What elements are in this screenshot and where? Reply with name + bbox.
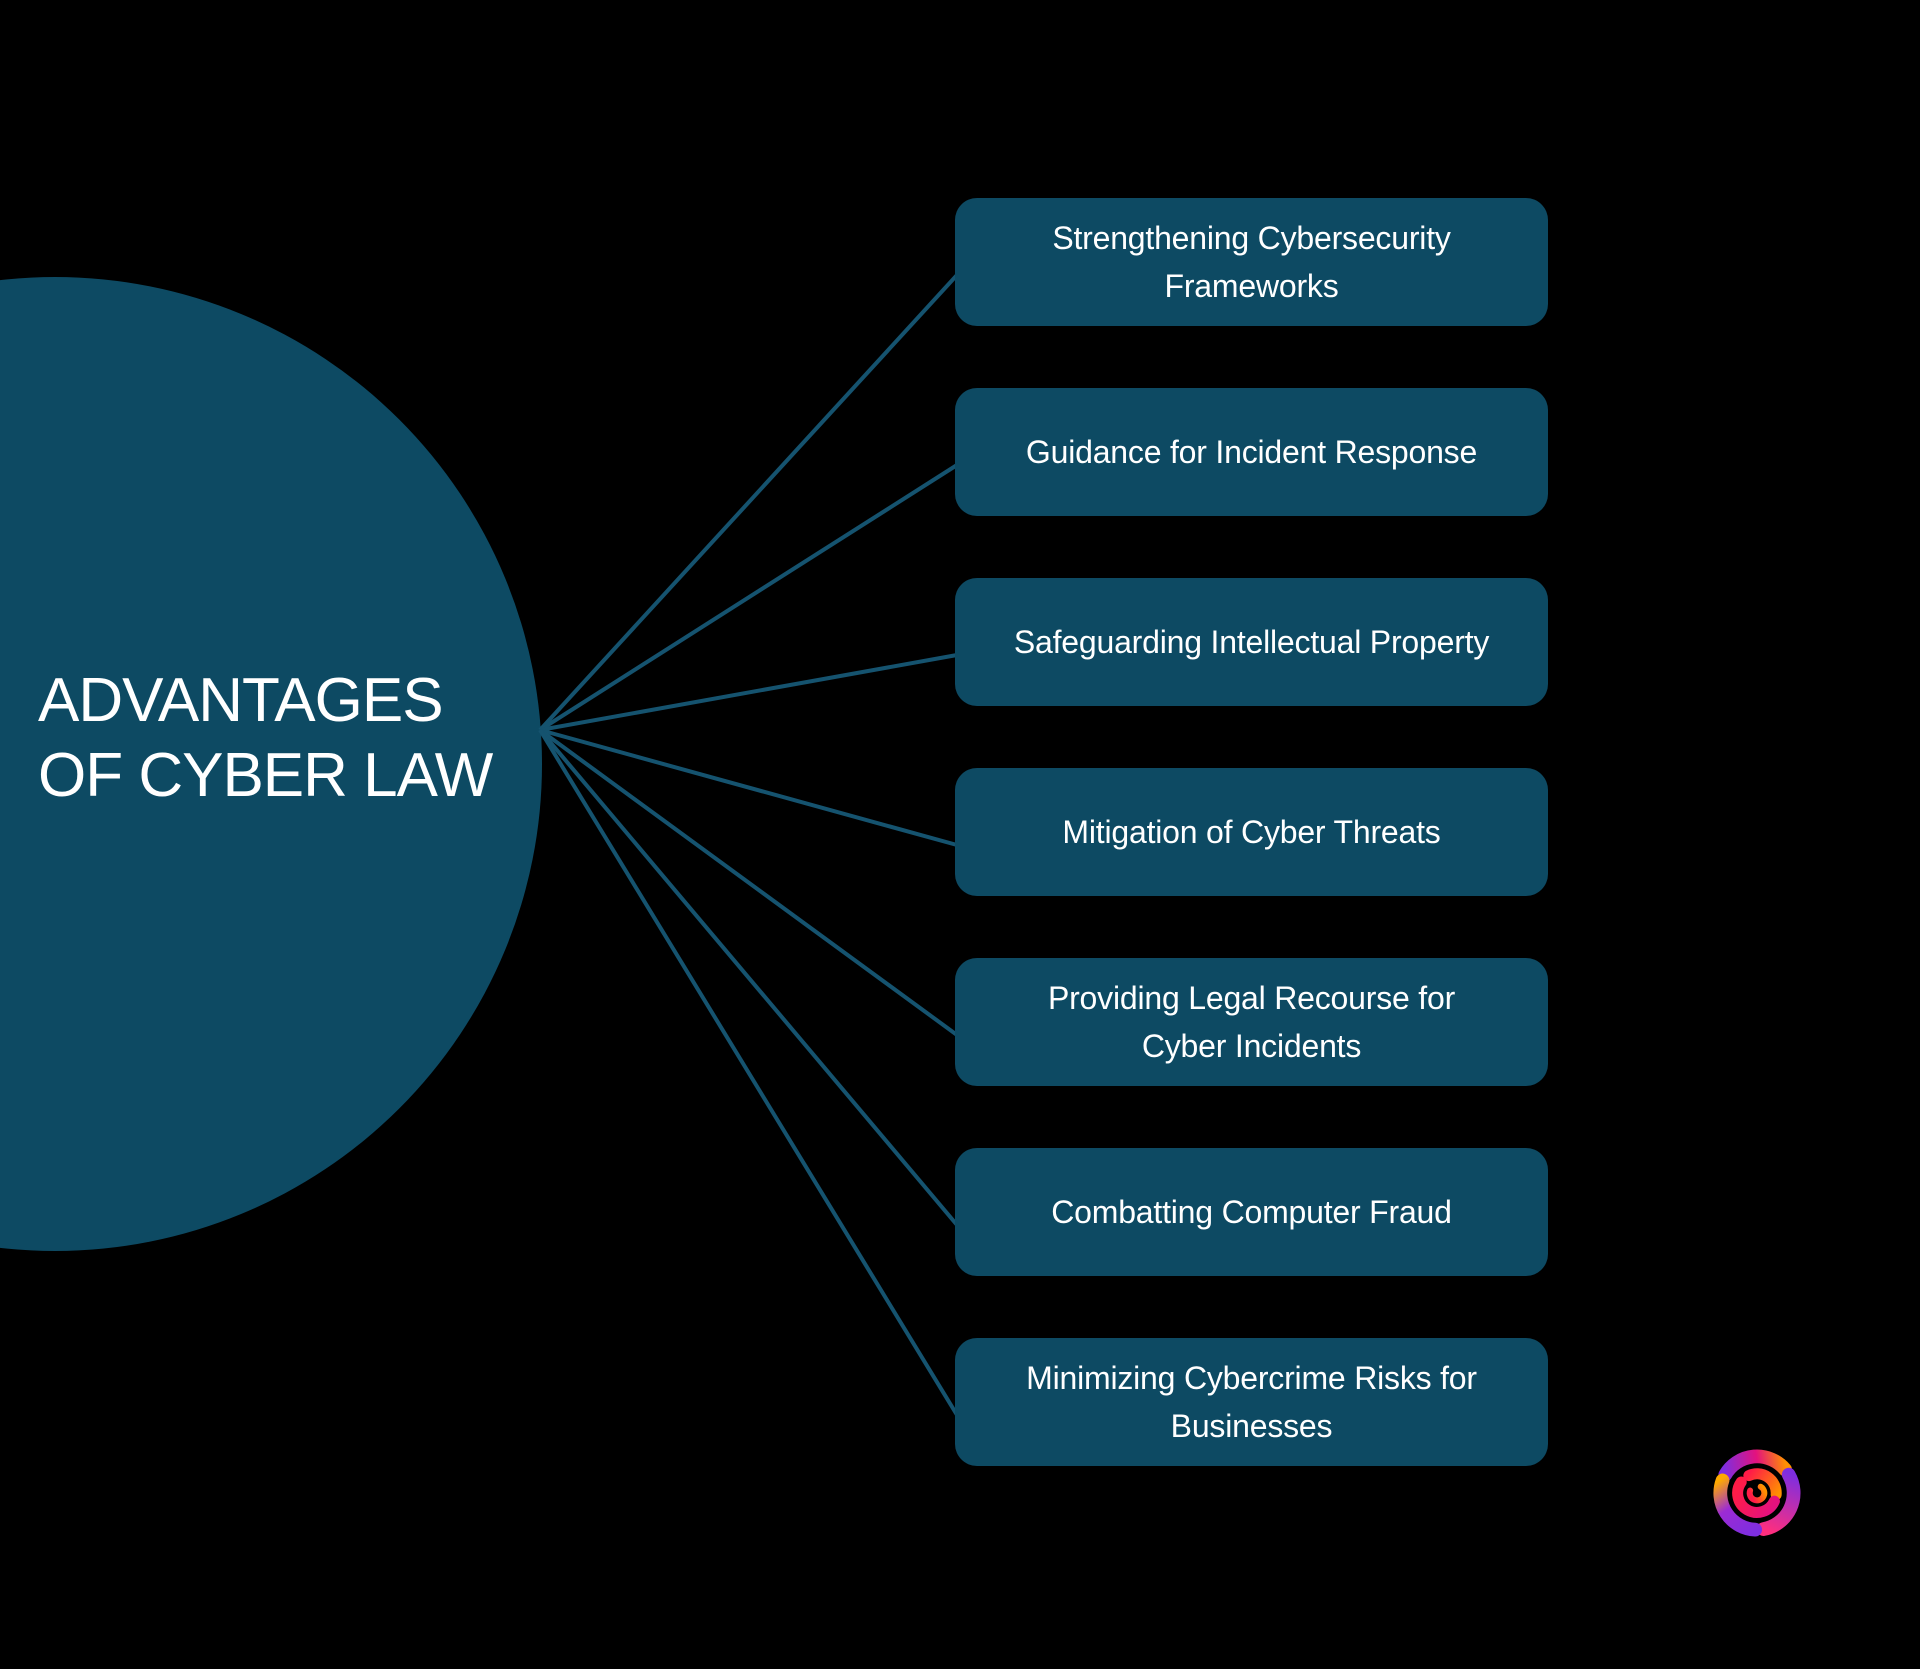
mindmap-node: Safeguarding Intellectual Property — [955, 578, 1548, 706]
connector-line — [539, 728, 958, 847]
connector-line — [538, 728, 959, 1227]
connector-line — [539, 653, 958, 732]
node-label: Combatting Computer Fraud — [1051, 1194, 1452, 1230]
node-label: Providing Legal Recourse for Cyber Incid… — [1047, 980, 1456, 1064]
connector-line — [538, 728, 959, 1417]
connector-line — [538, 273, 959, 732]
main-topic-title: ADVANTAGES OF CYBER LAW — [38, 663, 558, 813]
node-label: Guidance for Incident Response — [1025, 434, 1478, 470]
node-label: Minimizing Cybercrime Risks for Business… — [1026, 1360, 1477, 1444]
mindmap-node: Strengthening Cybersecurity Frameworks — [955, 198, 1548, 326]
connector-line — [538, 728, 959, 1037]
node-label: Strengthening Cybersecurity Frameworks — [1052, 220, 1451, 304]
node-label: Safeguarding Intellectual Property — [1013, 624, 1490, 660]
swirl-rose-logo-icon — [1713, 1449, 1801, 1537]
connector-line — [538, 463, 959, 732]
mindmap-node: Combatting Computer Fraud — [955, 1148, 1548, 1276]
mindmap-node: Minimizing Cybercrime Risks for Business… — [955, 1338, 1548, 1466]
node-label: Mitigation of Cyber Threats — [1062, 814, 1441, 850]
mindmap-node: Providing Legal Recourse for Cyber Incid… — [955, 958, 1548, 1086]
main-topic-title-line1: ADVANTAGES — [38, 666, 444, 735]
mindmap-node: Mitigation of Cyber Threats — [955, 768, 1548, 896]
main-topic-circle — [0, 277, 542, 1251]
mindmap-node: Guidance for Incident Response — [955, 388, 1548, 516]
main-topic-title-line2: OF CYBER LAW — [38, 741, 493, 810]
